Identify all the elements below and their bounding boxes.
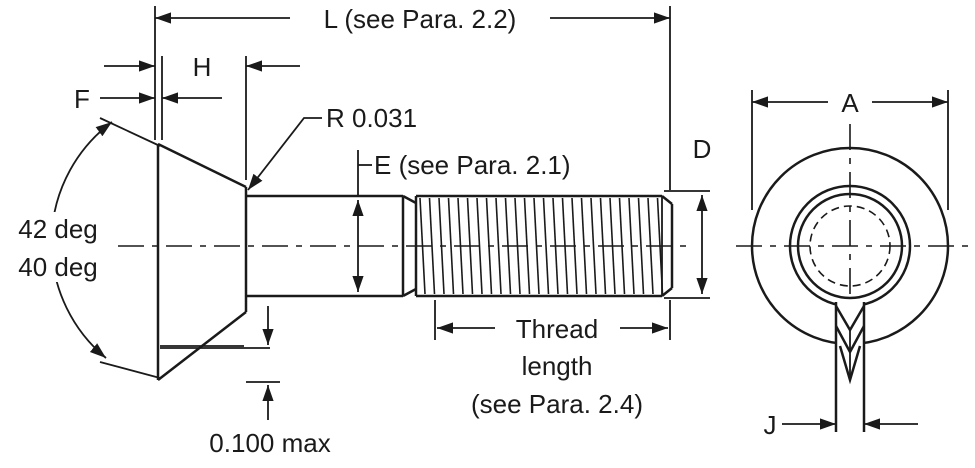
head-height-label: H [193, 52, 212, 82]
fillet-radius-label: R 0.031 [326, 103, 417, 133]
thread-line [447, 197, 455, 295]
side-view: L (see Para. 2.2) H F R 0.031 E (see Par… [4, 4, 711, 458]
thread-line [637, 197, 645, 295]
head-dia-label: A [841, 88, 859, 118]
bolt-shank [246, 194, 417, 298]
thread-line [628, 197, 635, 295]
thread-length-label-2: length [522, 351, 593, 381]
end-view: A J [736, 88, 972, 440]
thread-line [590, 197, 597, 295]
angle-max-label: 42 deg [18, 214, 98, 244]
thread-dia-label: D [693, 134, 712, 164]
angle-min-label: 40 deg [18, 252, 98, 282]
head-flat-label: F [74, 84, 90, 114]
underhead-max-label: 0.100 max [209, 428, 330, 458]
thread-length-label-3: (see Para. 2.4) [471, 389, 643, 419]
thread-line [542, 197, 550, 295]
thread-line [495, 197, 502, 295]
thread-length-label-1: Thread [516, 314, 598, 344]
slot-width-label: J [764, 410, 777, 440]
length-label: L (see Para. 2.2) [324, 4, 517, 34]
bolt-head [156, 142, 270, 381]
shank-dia-label: E (see Para. 2.1) [374, 150, 571, 180]
slot-feature [834, 302, 866, 432]
